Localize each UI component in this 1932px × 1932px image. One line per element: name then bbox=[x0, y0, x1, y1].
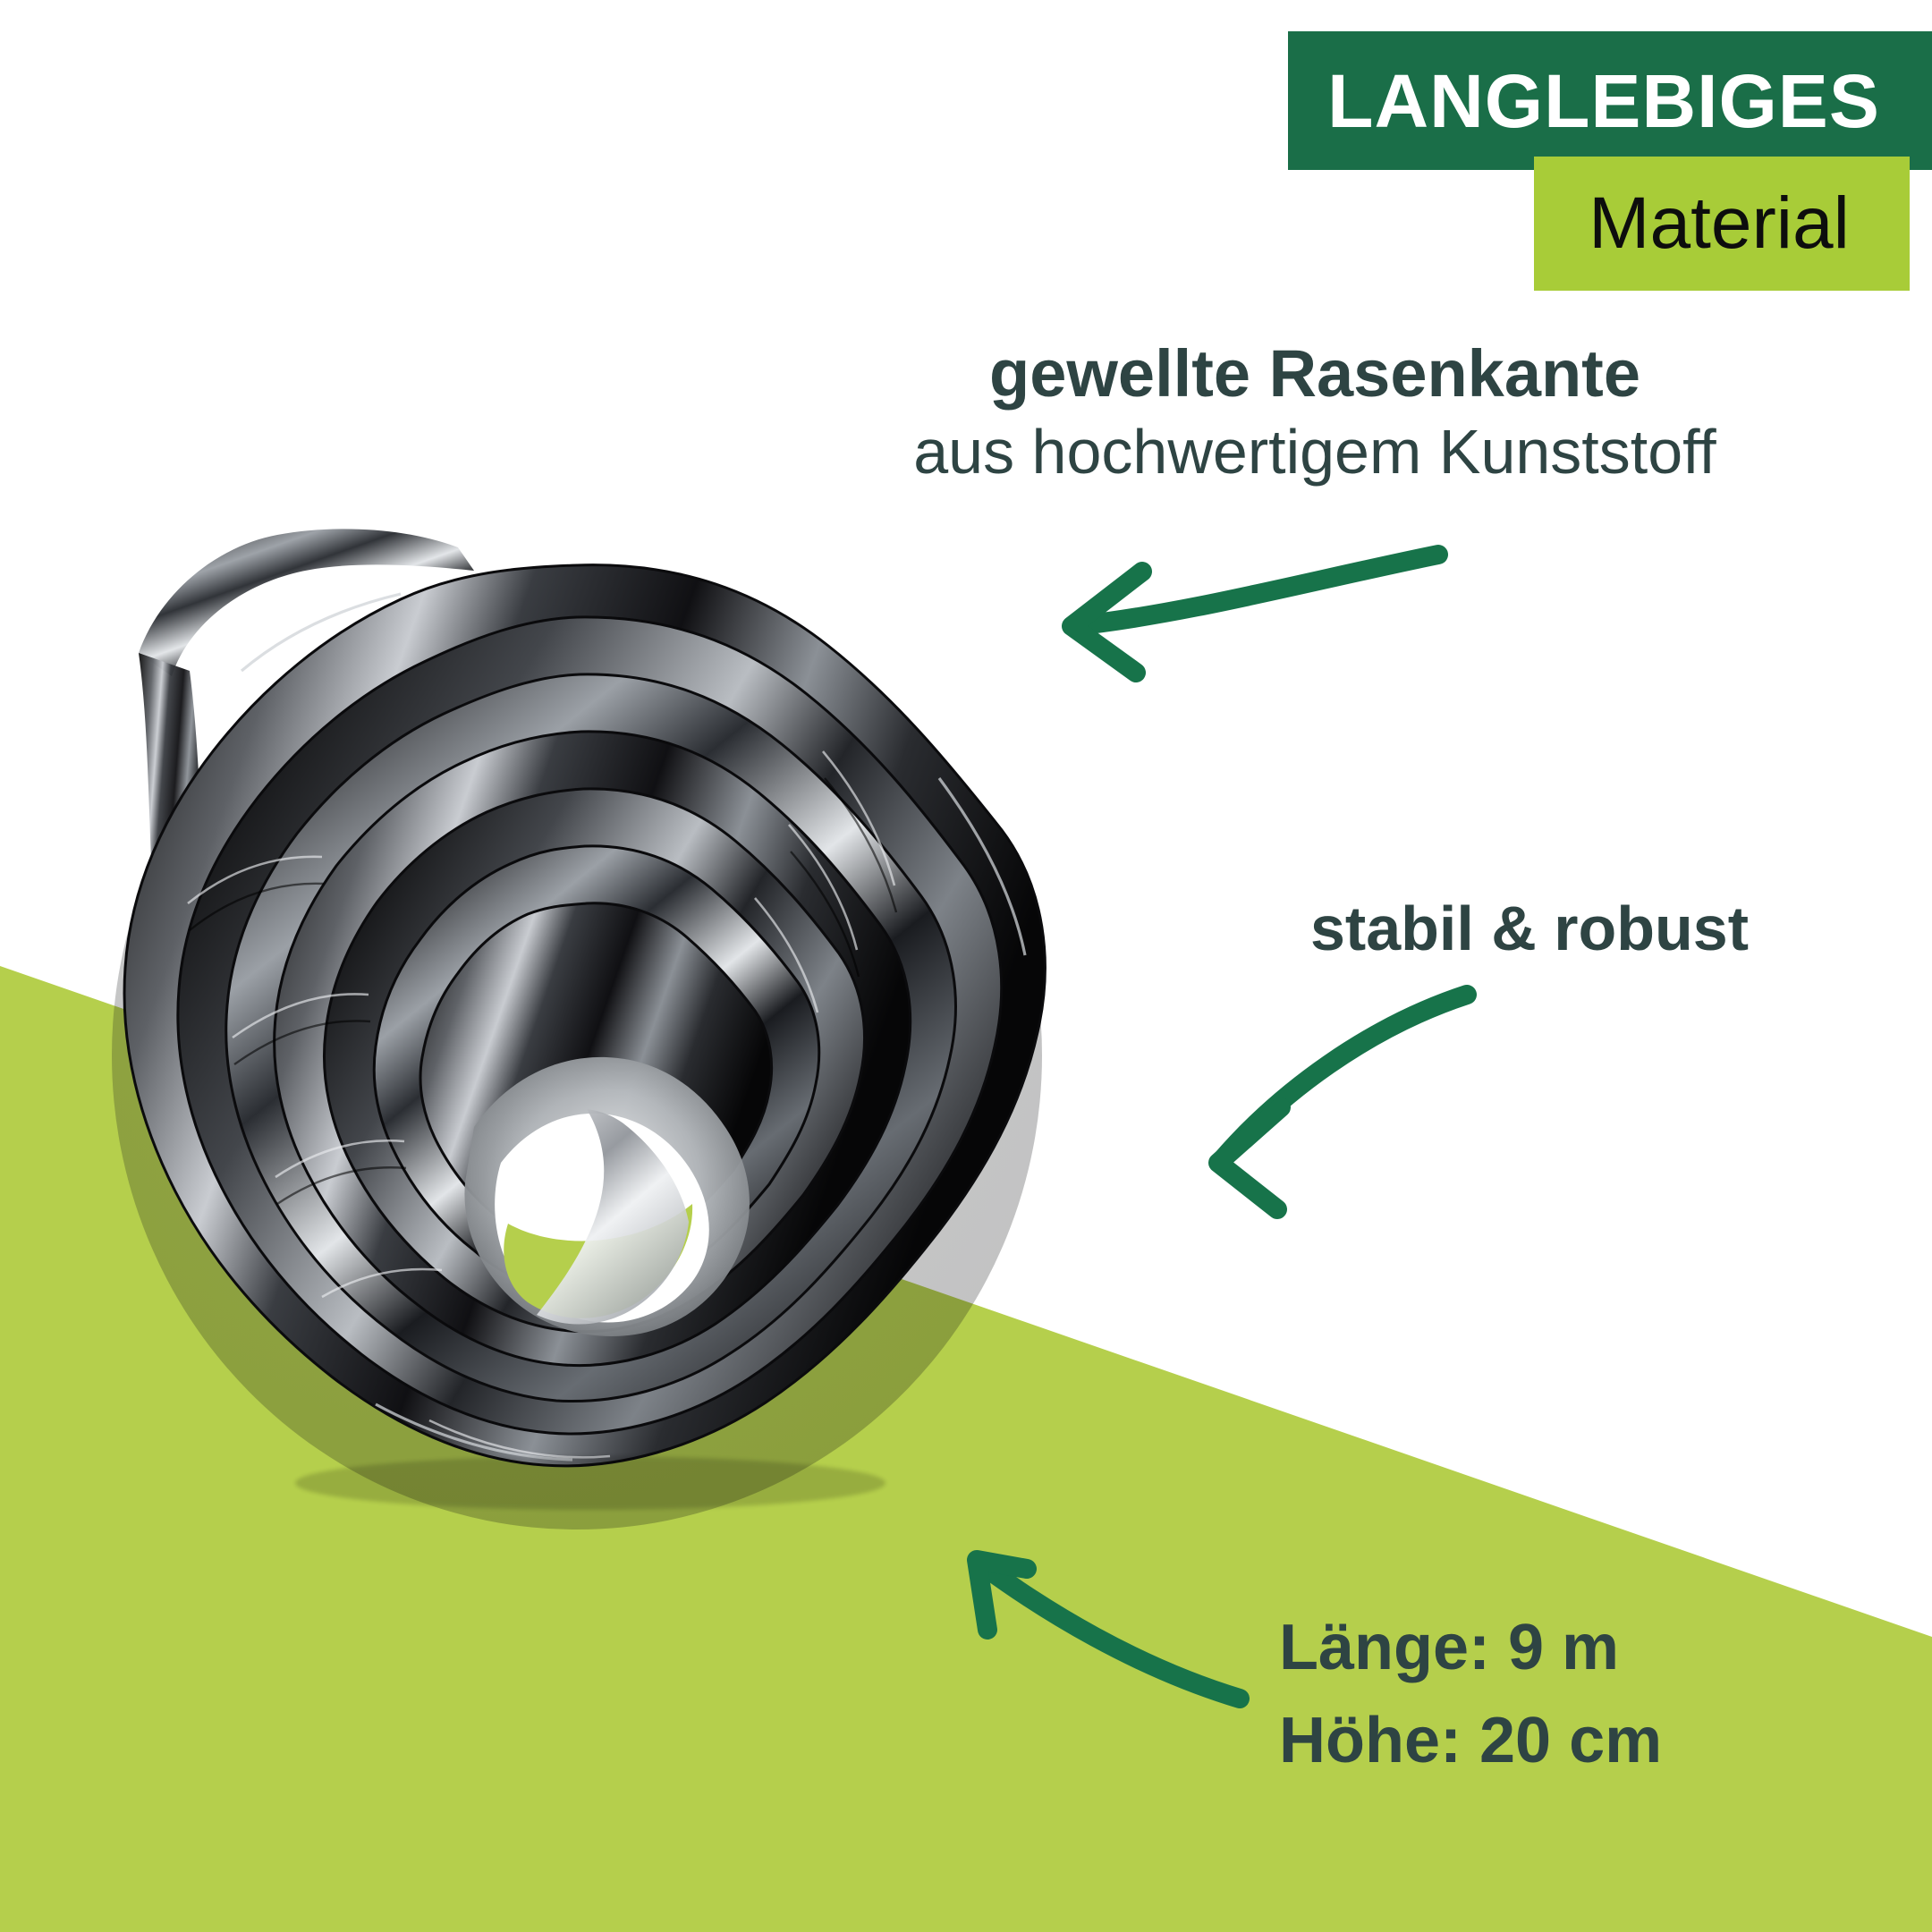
badge-primary-label: LANGLEBIGES bbox=[1327, 58, 1880, 143]
product-image bbox=[112, 529, 1046, 1530]
arrow-to-ground bbox=[967, 1550, 1250, 1708]
badge-primary: LANGLEBIGES bbox=[1288, 31, 1932, 170]
feature-robust-block: stabil & robust bbox=[1279, 894, 1780, 963]
dimensions-block: Länge: 9 m Höhe: 20 cm bbox=[1279, 1601, 1780, 1788]
dimension-length: Länge: 9 m bbox=[1279, 1612, 1620, 1683]
feature-robust-label: stabil & robust bbox=[1309, 894, 1750, 963]
arrow-to-product-top bbox=[1062, 545, 1448, 682]
headline-line-1: gewellte Rasenkante bbox=[989, 336, 1640, 411]
dimension-height: Höhe: 20 cm bbox=[1279, 1705, 1663, 1777]
headline-block: gewellte Rasenkante aus hochwertigem Kun… bbox=[733, 338, 1896, 487]
arrow-to-product-middle bbox=[1208, 985, 1477, 1219]
badge-secondary-label: Material bbox=[1589, 182, 1850, 264]
headline-line-2: aus hochwertigem Kunststoff bbox=[913, 416, 1716, 487]
badge-secondary: Material bbox=[1534, 157, 1910, 291]
